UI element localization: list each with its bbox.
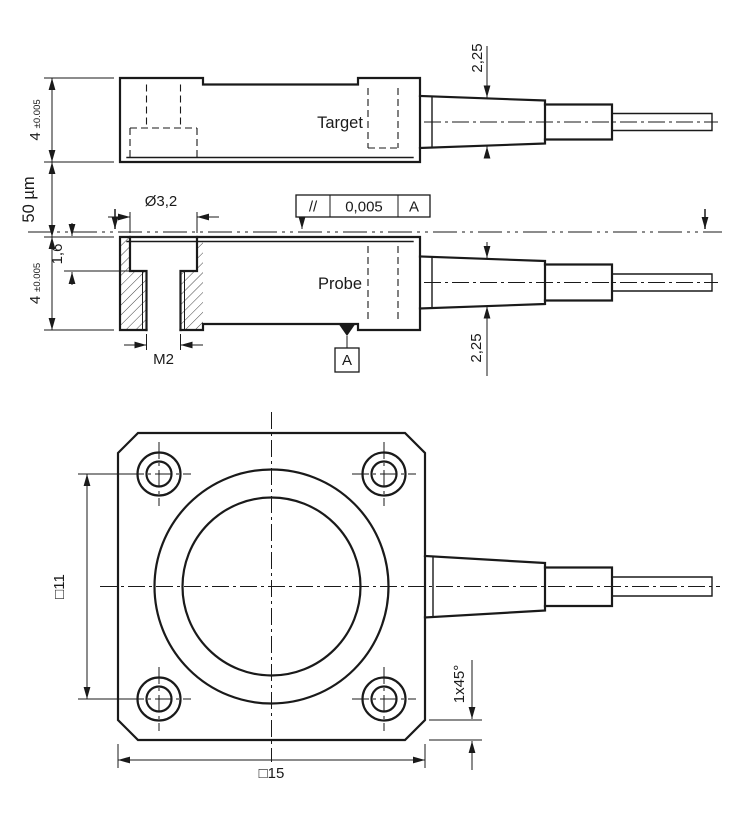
parallelism-datum-ref: A	[409, 199, 419, 216]
front-cable	[423, 554, 713, 619]
mounting-hole-top-left	[127, 442, 191, 506]
dim-probe-thickness: 4±0.005	[27, 263, 44, 304]
dim-cable-target: 2,25	[469, 43, 491, 159]
probe-hidden-bore	[367, 246, 399, 322]
target-body-outline	[118, 76, 422, 164]
gap-reference	[28, 209, 722, 233]
dim-bore-depth-text: 1,6	[49, 244, 66, 265]
target-assembly: Target	[118, 76, 718, 164]
dim-cable-probe: 2,25	[468, 242, 491, 376]
dim-cable-probe-text: 2,25	[468, 333, 485, 362]
parallelism-tolerance: 0,005	[345, 199, 383, 216]
dim-cable-target-text: 2,25	[469, 43, 486, 72]
probe-label: Probe	[318, 275, 362, 293]
mounting-hole-bottom-right	[352, 667, 416, 731]
dim-chamfer-text: 1x45°	[451, 665, 468, 704]
dim-hole-pitch-text: □11	[51, 574, 68, 599]
flange-outline	[116, 431, 427, 742]
dim-outer-size: □15	[117, 744, 426, 782]
probe-section-hatch	[120, 237, 203, 330]
dim-outer-size-text: □15	[259, 765, 285, 782]
probe-mounting-bore	[128, 235, 199, 332]
dim-gap: 50 µm	[20, 176, 38, 222]
parallelism-frame: // 0,005 A	[295, 194, 431, 229]
dim-thread: M2	[124, 334, 203, 368]
mounting-hole-top-right	[352, 442, 416, 506]
dim-thread-text: M2	[153, 351, 174, 368]
probe-assembly: Probe	[118, 235, 718, 332]
dim-bore-depth: 1,6	[49, 223, 130, 285]
probe-body-outline	[118, 235, 422, 332]
target-cable	[418, 94, 718, 150]
dim-bore-diameter: Ø3,2	[108, 193, 219, 233]
front-view: □11 □15 1x45°	[51, 412, 720, 782]
left-dimension-stack: 4±0.005 50 µm 4±0.005	[20, 77, 114, 331]
datum-label: A	[342, 352, 352, 369]
dim-target-thickness: 4±0.005	[27, 99, 44, 140]
dim-bore-diameter-text: Ø3,2	[145, 193, 178, 210]
mounting-hole-bottom-left	[127, 667, 191, 731]
datum-symbol: A	[334, 324, 360, 373]
target-label: Target	[317, 114, 363, 132]
dim-chamfer: 1x45°	[429, 660, 482, 770]
probe-cable	[418, 255, 718, 310]
flange-centerlines	[100, 412, 720, 762]
dim-hole-pitch: □11	[51, 473, 132, 700]
target-hidden-bore	[129, 84, 399, 157]
parallelism-symbol: //	[309, 199, 318, 216]
datum-triangle	[339, 324, 355, 336]
